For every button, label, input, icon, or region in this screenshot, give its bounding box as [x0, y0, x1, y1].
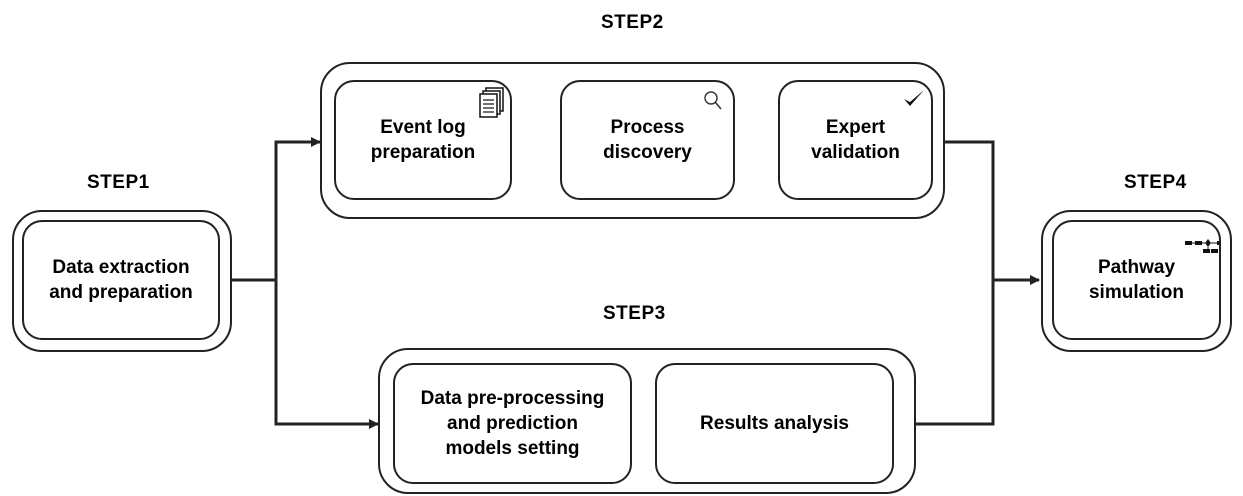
event-log-box: Event log preparation: [334, 80, 512, 200]
step1-label: STEP1: [87, 172, 150, 193]
step3-label: STEP3: [603, 303, 666, 324]
connector-to-step2: [274, 137, 321, 280]
results-analysis-text: Results analysis: [700, 413, 849, 434]
data-extraction-box: Data extraction and preparation: [22, 220, 220, 340]
process-discovery-text: Process discovery: [603, 117, 692, 163]
event-log-text: Event log preparation: [370, 117, 476, 163]
data-preprocessing-box: Data pre-processing and prediction model…: [393, 363, 632, 484]
documents-stack-icon: [477, 87, 505, 128]
connector-step2-step4: [945, 140, 995, 280]
data-preprocessing-text: Data pre-processing and prediction model…: [420, 388, 605, 459]
magnifier-icon: [703, 90, 723, 117]
pathway-simulation-box: Pathway simulation: [1052, 220, 1221, 340]
pathway-simulation-text: Pathway simulation: [1088, 257, 1184, 303]
results-analysis-box: Results analysis: [655, 363, 894, 484]
expert-validation-box: Expert validation: [778, 80, 933, 200]
process-flow-icon: [1184, 237, 1220, 262]
data-extraction-text: Data extraction and preparation: [49, 257, 193, 303]
checkmark-icon: [902, 88, 926, 115]
connector-step3-step4: [916, 280, 995, 426]
step2-label: STEP2: [601, 12, 664, 33]
expert-validation-text: Expert validation: [811, 117, 900, 163]
connector-to-step3: [274, 280, 379, 429]
step4-label: STEP4: [1124, 172, 1187, 193]
